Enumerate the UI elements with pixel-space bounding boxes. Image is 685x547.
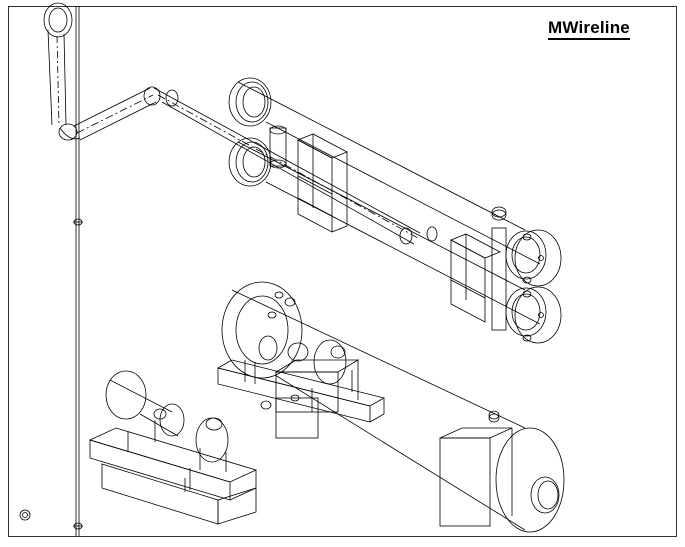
exchanger-saddle-right [450, 233, 501, 323]
viewport-frame [8, 6, 677, 537]
pump-skid-middle [216, 335, 386, 439]
valve-left-lower [73, 522, 83, 530]
horizontal-vessel [221, 281, 565, 533]
vertical-pipe-left [75, 6, 80, 536]
app-title-text: MWireline [548, 18, 630, 40]
app-title: MWireline [548, 18, 630, 40]
overhead-pipe-run [43, 2, 438, 245]
valve-left-upper [73, 218, 83, 226]
ucs-icon [19, 509, 31, 521]
exchanger-saddle-left [297, 133, 348, 233]
pump-skid-lower-left [88, 370, 258, 525]
exchanger-interconnect [269, 125, 507, 331]
heat-exchanger-upper [228, 77, 562, 287]
